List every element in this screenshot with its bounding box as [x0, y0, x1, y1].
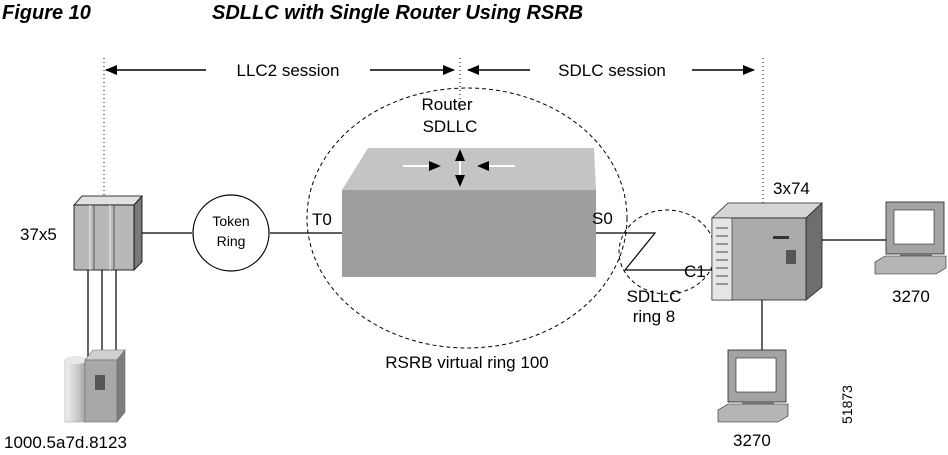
terminal-right-label: 3270 — [892, 287, 930, 306]
sdllc-ring — [618, 209, 716, 295]
token-ring-label-line2: Ring — [217, 233, 246, 249]
rsrb-virtual-ring-label: RSRB virtual ring 100 — [385, 353, 548, 372]
serial-link — [596, 232, 712, 271]
router-label-line2: SDLLC — [423, 117, 478, 136]
host-mainframe-icon — [64, 349, 126, 423]
controller-label: 3x74 — [773, 179, 810, 198]
terminal-right-icon — [874, 201, 947, 275]
fep-label: 37x5 — [20, 225, 57, 244]
sdlc-session-label: SDLC session — [558, 61, 666, 80]
llc2-session-label: LLC2 session — [236, 61, 339, 80]
token-ring-icon — [192, 194, 270, 272]
sdllc-ring-label-line1: SDLLC — [627, 287, 682, 306]
controller-port-label: C1 — [684, 262, 706, 281]
llc2-session-arrow: LLC2 session — [105, 61, 455, 80]
token-ring-label-line1: Token — [212, 213, 249, 229]
figure-title: Figure 10 SDLLC with Single Router Using… — [0, 0, 948, 40]
fep-37x5-icon — [73, 194, 143, 271]
host-address-label: 1000.5a7d.8123 — [4, 433, 127, 452]
sdllc-ring-label-line2: ring 8 — [633, 307, 676, 326]
terminal-bottom-icon — [717, 349, 789, 423]
interface-s0-label: S0 — [592, 209, 613, 228]
interface-t0-label: T0 — [312, 210, 332, 229]
figure-id: 51873 — [839, 385, 855, 424]
controller-3x74-icon — [710, 202, 824, 301]
figure-caption: SDLLC with Single Router Using RSRB — [212, 2, 584, 24]
sdlc-session-arrow: SDLC session — [467, 61, 755, 80]
router-icon — [342, 148, 596, 277]
terminal-bottom-label: 3270 — [733, 431, 771, 450]
figure-number: Figure 10 — [2, 2, 91, 24]
router-label-line1: Router — [421, 95, 472, 114]
rsrb-virtual-ring — [306, 87, 628, 349]
